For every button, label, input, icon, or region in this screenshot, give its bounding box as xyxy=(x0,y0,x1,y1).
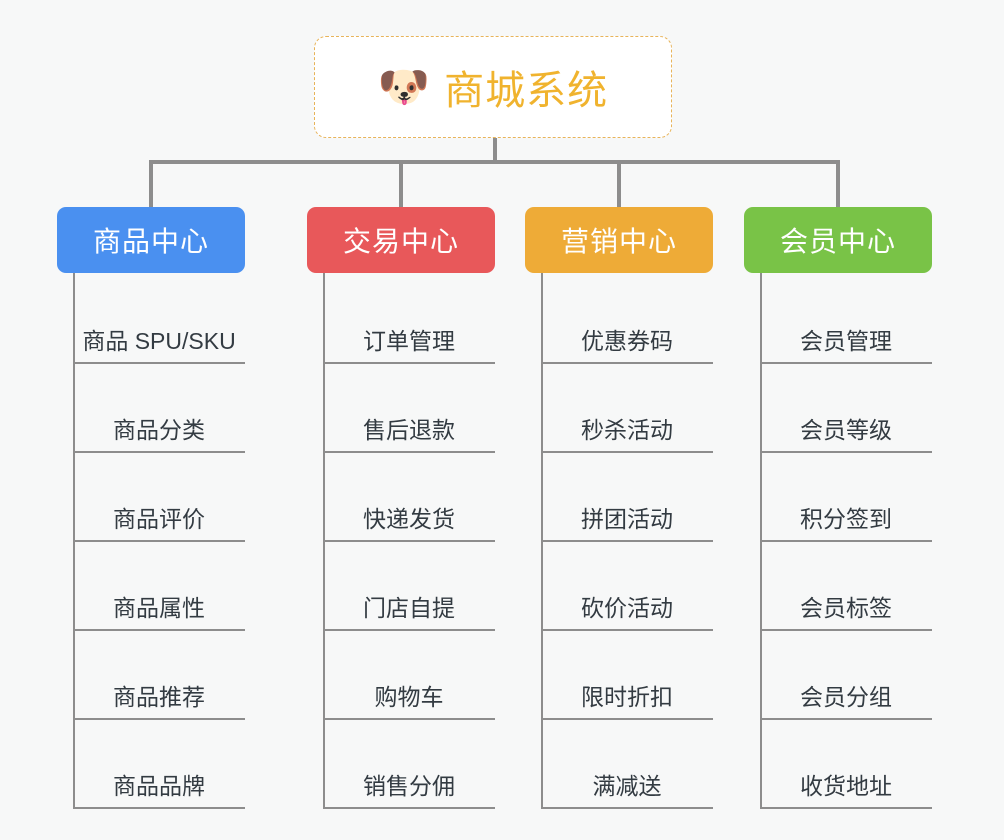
leaf-label: 会员标签 xyxy=(800,595,892,621)
leaf-label: 积分签到 xyxy=(800,506,892,532)
leaf-item[interactable]: 会员标签 xyxy=(760,542,932,631)
leaf-item[interactable]: 快递发货 xyxy=(323,453,495,542)
leaf-label: 商品评价 xyxy=(113,506,205,532)
leaf-label: 商品属性 xyxy=(113,595,205,621)
branch-header-3[interactable]: 营销中心 xyxy=(525,207,713,273)
leaf-item[interactable]: 会员管理 xyxy=(760,275,932,364)
leaf-label: 销售分佣 xyxy=(363,773,455,799)
horizontal-bus-connector xyxy=(150,160,840,164)
leaf-item[interactable]: 会员分组 xyxy=(760,631,932,720)
leaf-item[interactable]: 满减送 xyxy=(541,720,713,809)
leaf-item[interactable]: 秒杀活动 xyxy=(541,364,713,453)
leaf-item[interactable]: 商品属性 xyxy=(73,542,245,631)
leaf-item[interactable]: 订单管理 xyxy=(323,275,495,364)
leaf-label: 购物车 xyxy=(374,684,444,710)
leaf-item[interactable]: 积分签到 xyxy=(760,453,932,542)
leaf-item[interactable]: 砍价活动 xyxy=(541,542,713,631)
leaf-label: 商品分类 xyxy=(113,417,205,443)
leaf-item[interactable]: 商品分类 xyxy=(73,364,245,453)
leaf-item[interactable]: 会员等级 xyxy=(760,364,932,453)
leaf-item[interactable]: 商品评价 xyxy=(73,453,245,542)
drop-connector-3 xyxy=(617,160,621,208)
branch-header-label-4: 会员中心 xyxy=(779,226,896,257)
leaf-label: 门店自提 xyxy=(363,595,455,621)
branch-leaf-list-2: 订单管理 售后退款 快递发货 门店自提 购物车 销售分佣 xyxy=(323,273,495,809)
branch-header-2[interactable]: 交易中心 xyxy=(307,207,495,273)
leaf-label: 会员分组 xyxy=(800,684,892,710)
branch-spine-2 xyxy=(323,273,325,809)
branch-leaf-list-3: 优惠券码 秒杀活动 拼团活动 砍价活动 限时折扣 满减送 xyxy=(541,273,713,809)
leaf-item[interactable]: 售后退款 xyxy=(323,364,495,453)
root-node[interactable]: 🐶 商城系统 xyxy=(314,36,672,138)
leaf-item[interactable]: 收货地址 xyxy=(760,720,932,809)
leaf-item[interactable]: 优惠券码 xyxy=(541,275,713,364)
leaf-label: 优惠券码 xyxy=(581,328,673,354)
branch-header-4[interactable]: 会员中心 xyxy=(744,207,932,273)
leaf-label: 秒杀活动 xyxy=(581,417,673,443)
branch-header-label-2: 交易中心 xyxy=(342,226,459,257)
leaf-item[interactable]: 限时折扣 xyxy=(541,631,713,720)
leaf-label: 快递发货 xyxy=(363,506,455,532)
branch-spine-1 xyxy=(73,273,75,809)
shiba-dog-face-icon: 🐶 xyxy=(377,63,431,110)
leaf-label: 会员管理 xyxy=(800,328,892,354)
leaf-item[interactable]: 销售分佣 xyxy=(323,720,495,809)
branch-leaf-list-1: 商品 SPU/SKU 商品分类 商品评价 商品属性 商品推荐 商品品牌 xyxy=(73,273,245,809)
leaf-label: 订单管理 xyxy=(363,328,455,354)
branch-header-label-1: 商品中心 xyxy=(92,226,209,257)
branch-column-1: 商品中心 商品 SPU/SKU 商品分类 商品评价 商品属性 商品推荐 商品品牌 xyxy=(57,207,245,809)
branch-header-1[interactable]: 商品中心 xyxy=(57,207,245,273)
branch-column-3: 营销中心 优惠券码 秒杀活动 拼团活动 砍价活动 限时折扣 满减送 xyxy=(525,207,713,809)
leaf-item[interactable]: 购物车 xyxy=(323,631,495,720)
leaf-item[interactable]: 门店自提 xyxy=(323,542,495,631)
drop-connector-1 xyxy=(149,160,153,208)
branch-leaf-list-4: 会员管理 会员等级 积分签到 会员标签 会员分组 收货地址 xyxy=(760,273,932,809)
leaf-label: 商品推荐 xyxy=(113,684,205,710)
leaf-label: 商品品牌 xyxy=(113,773,205,799)
leaf-item[interactable]: 商品 SPU/SKU xyxy=(73,275,245,364)
branch-spine-3 xyxy=(541,273,543,809)
branch-column-2: 交易中心 订单管理 售后退款 快递发货 门店自提 购物车 销售分佣 xyxy=(307,207,495,809)
leaf-item[interactable]: 商品推荐 xyxy=(73,631,245,720)
root-trunk-connector xyxy=(493,138,497,163)
branch-spine-4 xyxy=(760,273,762,809)
leaf-label: 限时折扣 xyxy=(581,684,673,710)
branch-column-4: 会员中心 会员管理 会员等级 积分签到 会员标签 会员分组 收货地址 xyxy=(744,207,932,809)
leaf-item[interactable]: 商品品牌 xyxy=(73,720,245,809)
leaf-label: 拼团活动 xyxy=(581,506,673,532)
drop-connector-2 xyxy=(399,160,403,208)
leaf-label: 售后退款 xyxy=(363,417,455,443)
leaf-label: 收货地址 xyxy=(800,773,892,799)
leaf-label: 满减送 xyxy=(592,773,662,799)
leaf-label: 会员等级 xyxy=(800,417,892,443)
drop-connector-4 xyxy=(836,160,840,208)
root-title: 商城系统 xyxy=(444,69,609,113)
leaf-item[interactable]: 拼团活动 xyxy=(541,453,713,542)
branch-header-label-3: 营销中心 xyxy=(560,226,677,257)
leaf-label: 商品 SPU/SKU xyxy=(82,328,236,354)
leaf-label: 砍价活动 xyxy=(581,595,673,621)
